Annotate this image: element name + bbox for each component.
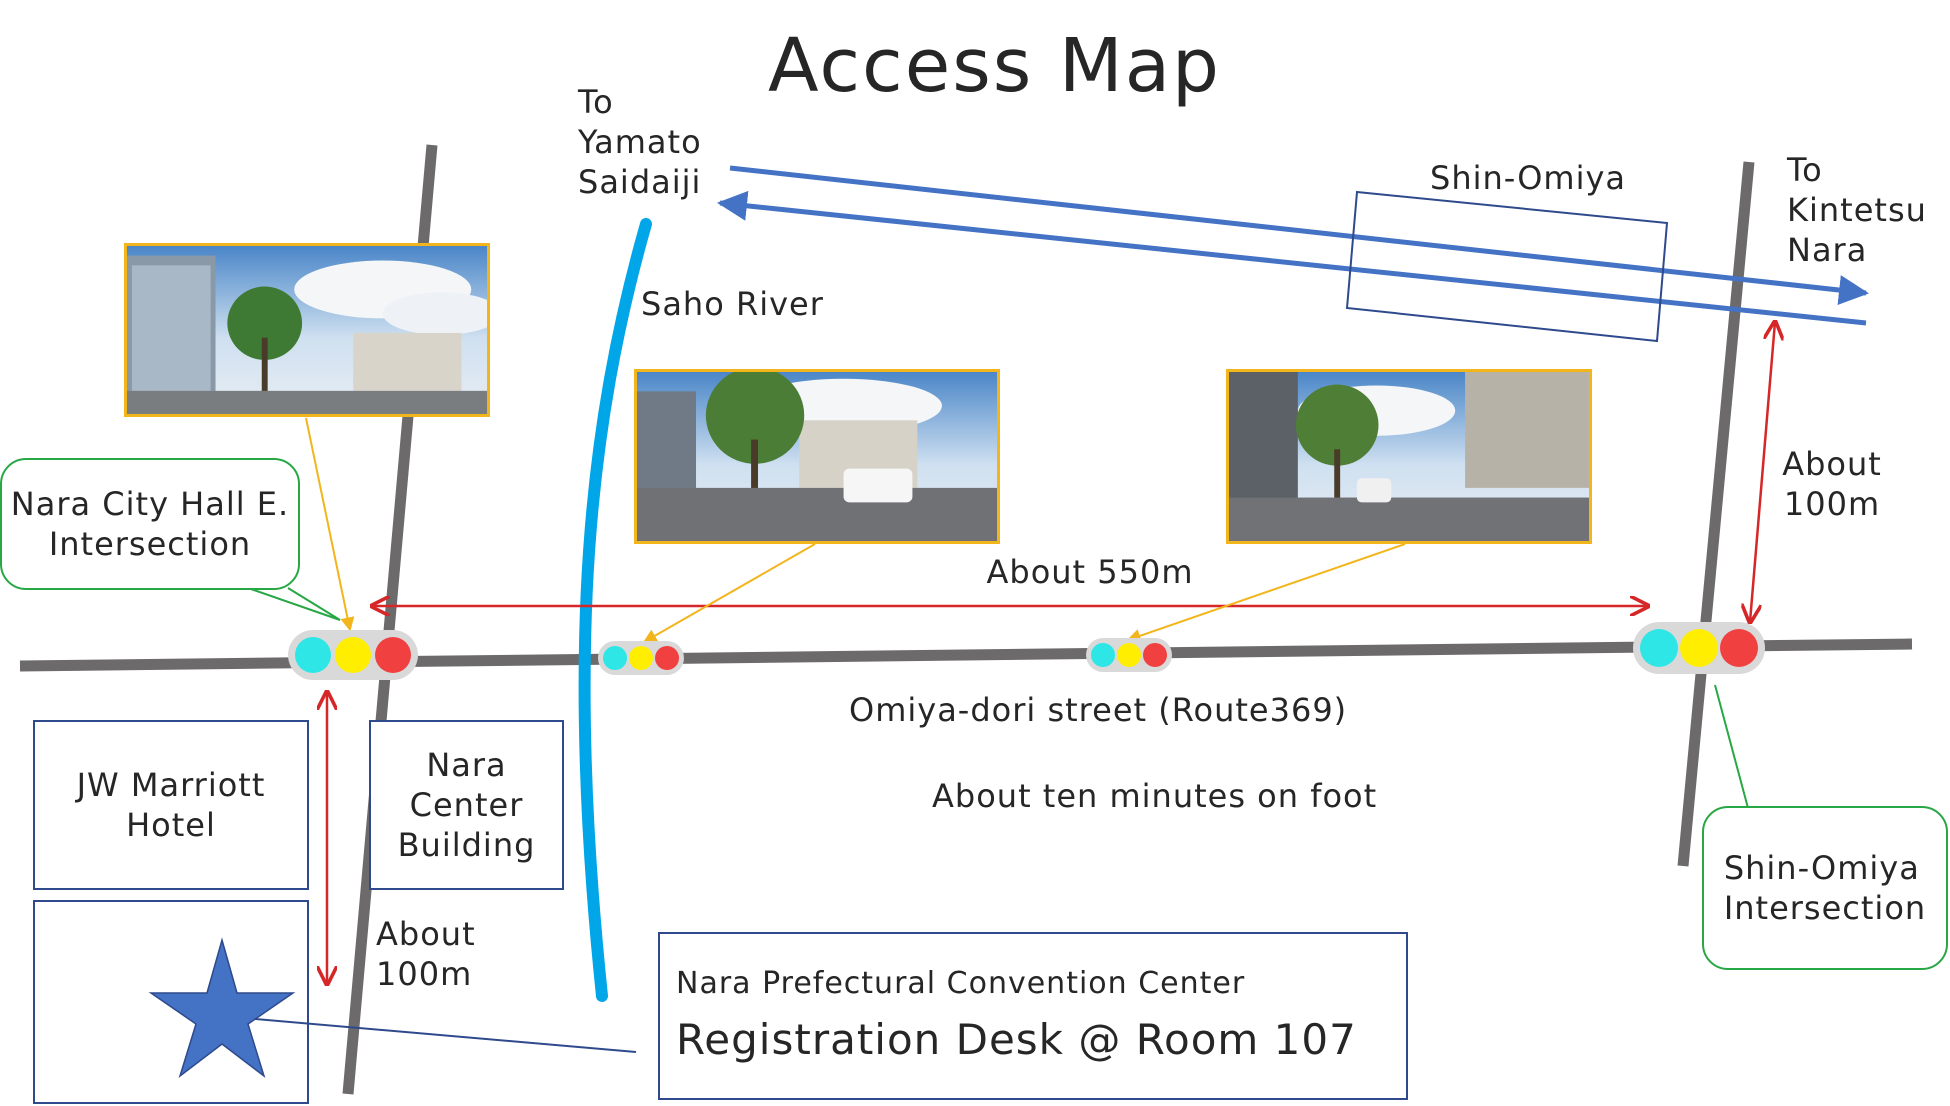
venue-star-icon (148, 937, 296, 1079)
photo-omiya-dori-street (1226, 369, 1592, 544)
destination-venue-name: Nara Prefectural Convention Center (676, 966, 1246, 1001)
saho-river-label: Saho River (641, 285, 824, 323)
kintetsu-railway (717, 165, 1869, 343)
saho-river (578, 218, 652, 1002)
photo1-pointer (305, 417, 355, 632)
map-title: Access Map (768, 23, 1222, 109)
shin-omiya-intersection-label: Shin-Omiya Intersection (1723, 849, 1927, 927)
street-name-label: Omiya-dori street (Route369) (849, 691, 1348, 729)
jw-marriott-hotel-label: JW Marriott Hotel (76, 766, 266, 844)
photo-saho-river-crossing (634, 369, 1000, 544)
rail-eastbound-arrow (729, 165, 1869, 305)
nara-city-hall-east-intersection-callout: Nara City Hall E. Intersection (0, 458, 300, 590)
rail-westbound-arrow (717, 190, 1867, 326)
west-bubble-tail (247, 587, 341, 621)
traffic-light-river (598, 641, 684, 675)
distance-550m-label: About 550m (986, 553, 1194, 591)
distance-west-100m-label: About 100m (376, 915, 476, 993)
distance-east-100m-arrow (1750, 322, 1775, 622)
east-bubble-tail (1714, 684, 1790, 809)
destination-registration-desk: Registration Desk @ Room 107 (676, 1015, 1357, 1064)
photo3-pointer (1126, 543, 1406, 643)
photo-nara-city-hall-east (124, 243, 490, 417)
convention-center-block (33, 900, 309, 1104)
distance-east-100m-label: About 100m (1782, 445, 1882, 523)
traffic-light-east (1633, 622, 1765, 674)
nara-city-hall-east-intersection-label: Nara City Hall E. Intersection (10, 485, 290, 563)
jw-marriott-hotel-box: JW Marriott Hotel (33, 720, 309, 890)
shin-omiya-station-label: Shin-Omiya (1430, 159, 1626, 197)
traffic-light-west (288, 630, 418, 680)
walk-time-label: About ten minutes on foot (932, 777, 1378, 815)
direction-to-yamato-saidaiji: To Yamato Saidaiji (578, 83, 702, 201)
shin-omiya-station-box (1345, 190, 1669, 343)
nara-center-building-label: Nara Center Building (397, 746, 536, 864)
photo2-pointer (642, 543, 816, 643)
star-leader-line (243, 1017, 637, 1053)
direction-to-kintetsu-nara: To Kintetsu Nara (1787, 151, 1927, 269)
destination-box: Nara Prefectural Convention Center Regis… (658, 932, 1408, 1100)
nara-center-building-box: Nara Center Building (369, 720, 564, 890)
traffic-light-middle (1086, 638, 1172, 672)
shin-omiya-intersection-callout: Shin-Omiya Intersection (1702, 806, 1948, 970)
